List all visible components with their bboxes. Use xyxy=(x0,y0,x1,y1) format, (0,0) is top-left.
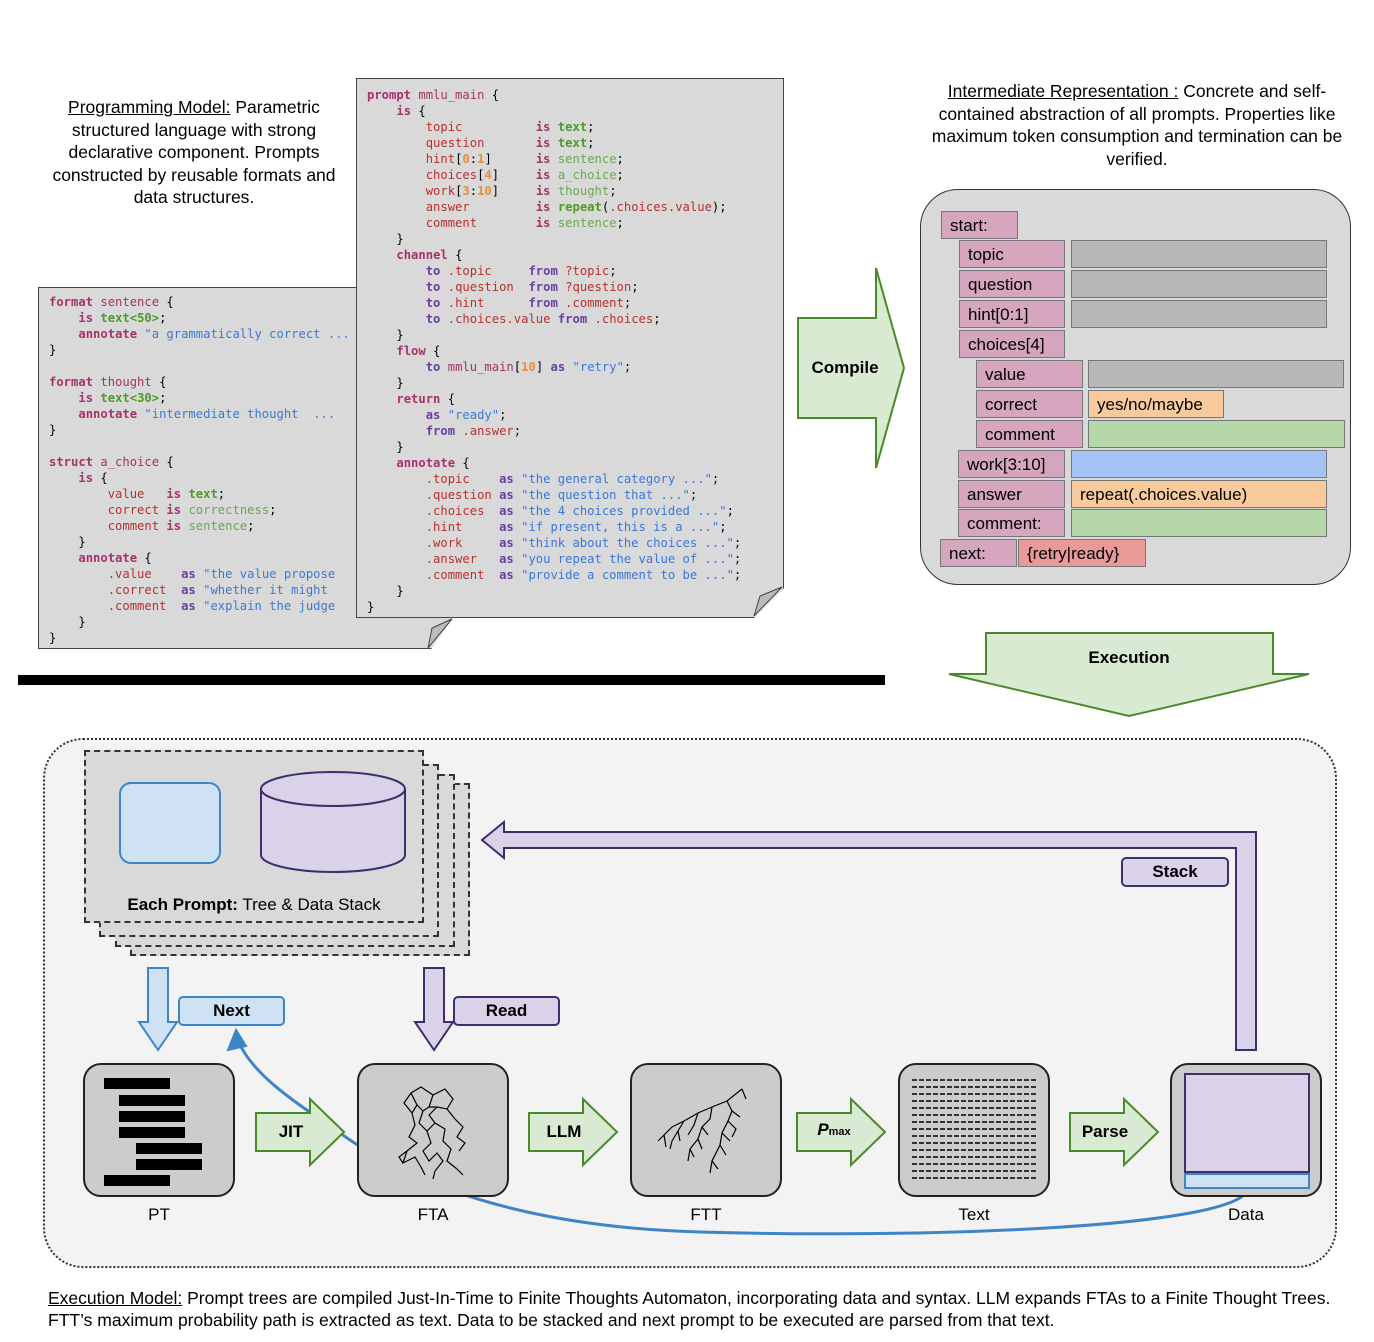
ftt-label: FTT xyxy=(690,1205,722,1224)
ir-value: value xyxy=(976,360,1083,388)
code-page-prompt: prompt mmlu_main { is { topic is text; q… xyxy=(356,78,784,618)
stack-caption-bold: Each Prompt: xyxy=(127,895,238,914)
read-tag: Read xyxy=(453,996,560,1026)
pt-label: PT xyxy=(148,1205,170,1224)
pt-bars-icon xyxy=(104,1078,202,1186)
read-down-arrow xyxy=(413,967,455,1052)
ir-comment2-value xyxy=(1071,509,1327,537)
programming-model-text: Parametric structured language with stro… xyxy=(52,97,336,207)
ir-hint-value xyxy=(1071,300,1327,328)
data-store-icon xyxy=(1184,1073,1310,1173)
execution-model-text: Prompt trees are compiled Just-In-Time t… xyxy=(48,1288,1331,1330)
fta-node xyxy=(357,1063,509,1197)
intermediate-title: Intermediate Representation : xyxy=(947,81,1179,101)
execution-arrow xyxy=(948,632,1310,718)
ir-question-value xyxy=(1071,270,1327,298)
ir-question: question xyxy=(959,270,1065,298)
stack-caption: Each Prompt: Tree & Data Stack xyxy=(84,895,424,915)
ir-comment2: comment: xyxy=(958,509,1065,537)
ir-answer: answer xyxy=(958,480,1065,508)
text-node xyxy=(898,1063,1050,1197)
llm-arrow xyxy=(528,1097,619,1167)
ir-correct-value: yes/no/maybe xyxy=(1088,390,1224,418)
execution-model-caption: Execution Model: Prompt trees are compil… xyxy=(48,1287,1338,1331)
programming-model-caption: Programming Model: Parametric structured… xyxy=(36,96,352,209)
tree-icon-box xyxy=(119,782,221,864)
jit-label: JIT xyxy=(278,1122,304,1141)
pmax-p: P xyxy=(817,1120,829,1139)
pmax-label: Pmax xyxy=(797,1120,871,1140)
next-tag: Next xyxy=(178,996,285,1026)
fta-graph-icon xyxy=(398,1086,466,1180)
text-lines-icon xyxy=(912,1079,1036,1181)
intermediate-text: Concrete and self-contained abstraction … xyxy=(931,81,1343,169)
parse-label: Parse xyxy=(1081,1122,1129,1141)
llm-label: LLM xyxy=(546,1122,582,1141)
execution-label: Execution xyxy=(1088,648,1170,667)
ir-choices: choices[4] xyxy=(959,330,1065,358)
database-icon xyxy=(260,771,406,873)
compile-label: Compile xyxy=(811,358,879,377)
ir-comment: comment xyxy=(976,420,1083,448)
code-formats-text: format sentence { is text<50>; annotate … xyxy=(49,295,350,645)
text-label: Text xyxy=(958,1205,990,1224)
execution-model-title: Execution Model: xyxy=(48,1288,183,1308)
data-node xyxy=(1170,1063,1322,1197)
fta-label: FTA xyxy=(417,1205,449,1224)
compile-arrow xyxy=(797,267,906,469)
data-stack-strip xyxy=(1184,1173,1310,1189)
parse-arrow xyxy=(1069,1097,1160,1167)
jit-arrow xyxy=(255,1097,346,1167)
ftt-node xyxy=(630,1063,782,1197)
programming-model-title: Programming Model: xyxy=(68,97,231,117)
page-fold-2 xyxy=(753,586,783,617)
ir-topic-value xyxy=(1071,240,1327,268)
ir-start: start: xyxy=(941,211,1018,239)
next-down-arrow xyxy=(137,967,179,1052)
ir-next-value: {retry|ready} xyxy=(1018,539,1146,567)
intermediate-caption: Intermediate Representation : Concrete a… xyxy=(928,80,1346,170)
ir-answer-value: repeat(.choices.value) xyxy=(1071,480,1327,508)
ir-correct: correct xyxy=(976,390,1083,418)
page-fold-1 xyxy=(427,618,453,649)
ir-work: work[3:10] xyxy=(958,450,1065,478)
ir-hint: hint[0:1] xyxy=(959,300,1065,328)
section-divider xyxy=(18,675,885,685)
ir-work-value xyxy=(1071,450,1327,478)
pmax-arrow xyxy=(796,1097,887,1167)
stack-caption-rest: Tree & Data Stack xyxy=(237,895,381,914)
ir-comment-value xyxy=(1088,420,1345,448)
stack-tag: Stack xyxy=(1121,857,1229,887)
ir-next: next: xyxy=(940,539,1017,567)
pt-node xyxy=(83,1063,235,1197)
ir-value-value xyxy=(1088,360,1344,388)
code-prompt-text: prompt mmlu_main { is { topic is text; q… xyxy=(367,88,742,614)
pmax-sub: max xyxy=(828,1126,851,1138)
ftt-tree-icon xyxy=(657,1088,747,1174)
stack-return-arrow xyxy=(480,820,1257,1051)
data-label: Data xyxy=(1228,1205,1264,1224)
ir-topic: topic xyxy=(959,240,1065,268)
